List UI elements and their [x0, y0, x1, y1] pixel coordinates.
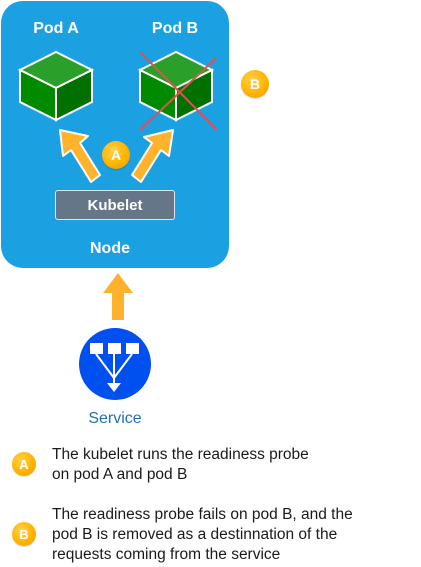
pod-a-label: Pod A	[33, 20, 79, 37]
badge-a: A	[102, 141, 130, 169]
node-label: Node	[90, 240, 130, 257]
arrow-service-to-node-icon	[103, 273, 133, 320]
service-label: Service	[88, 410, 142, 427]
badge-b: B	[241, 70, 269, 98]
pod-b-label: Pod B	[151, 20, 199, 37]
legend-badge-b: B	[12, 522, 36, 546]
legend-text-a: The kubelet runs the readiness probe on …	[52, 446, 309, 483]
legend-text-b: The readiness probe fails on pod B, and …	[52, 506, 353, 563]
failure-cross-icon	[139, 51, 218, 131]
arrow-to-pod-a-icon	[59, 129, 101, 183]
kubelet-box: Kubelet	[55, 190, 175, 220]
legend-badge-a: A	[12, 452, 36, 476]
node-container	[1, 1, 229, 268]
arrow-to-pod-b-icon	[131, 129, 174, 183]
service-icon[interactable]	[79, 328, 151, 400]
pod-a-cube-icon	[17, 50, 95, 122]
